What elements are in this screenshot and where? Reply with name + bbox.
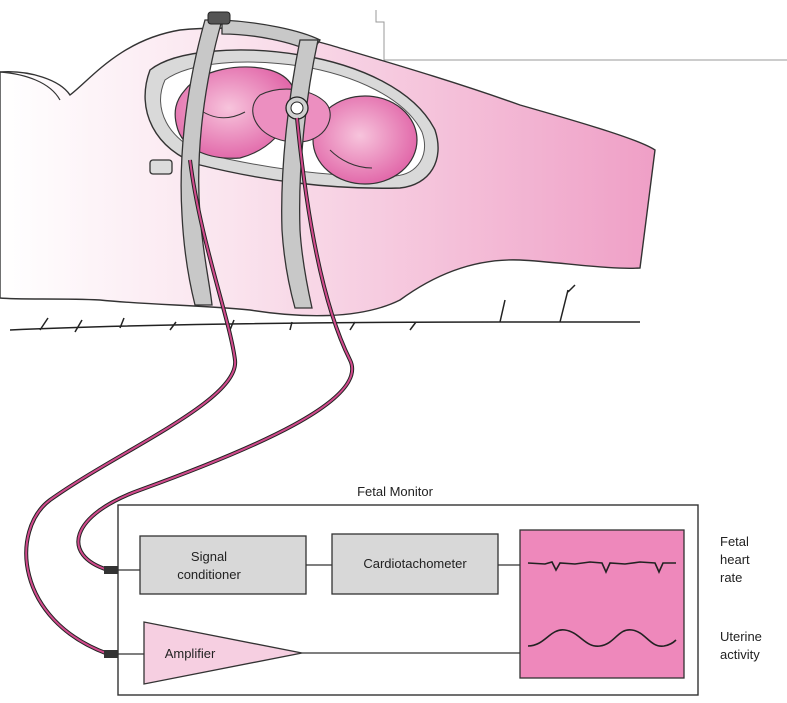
ultrasound-transducer — [286, 97, 308, 119]
monitor-title: Fetal Monitor — [357, 484, 434, 499]
fhr-label-line1: Fetal — [720, 534, 749, 549]
amplifier-label: Amplifier — [165, 646, 216, 661]
fhr-label-line3: rate — [720, 570, 742, 585]
signal-conditioner-label-line1: Signal — [191, 549, 227, 564]
fhr-label-line2: heart — [720, 552, 750, 567]
cardiotachometer-label: Cardiotachometer — [363, 556, 467, 571]
ua-label-line2: activity — [720, 647, 760, 662]
recorder-display — [520, 530, 684, 678]
ua-label-line1: Uterine — [720, 629, 762, 644]
connector-plugs — [104, 566, 118, 658]
uterine-activity-label: Uterine activity — [720, 629, 762, 662]
tocodynamometer-clip — [208, 12, 230, 24]
page-corner-lines — [376, 10, 787, 60]
fetal-heart-rate-label: Fetal heart rate — [720, 534, 750, 585]
signal-conditioner-label-line2: conditioner — [177, 567, 241, 582]
signal-conditioner-box: Signal conditioner — [140, 536, 306, 594]
cardiotachometer-box: Cardiotachometer — [332, 534, 498, 594]
